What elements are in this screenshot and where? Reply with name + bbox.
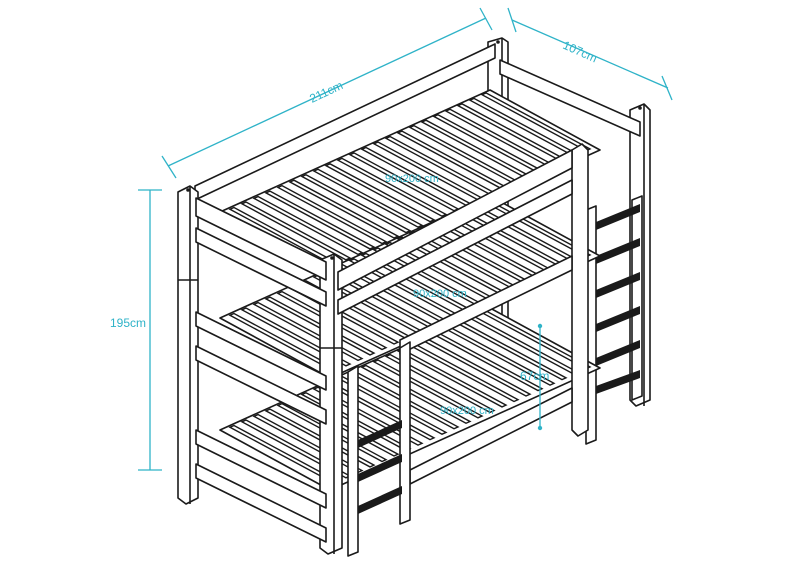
length-label: 211cm [307, 78, 345, 106]
top-bed-size-label: 90x200 cm [385, 173, 439, 185]
front-ladder [347, 341, 411, 557]
bed-slat [324, 163, 436, 223]
middle-bed-deck [219, 195, 601, 379]
bed-slat [240, 201, 352, 261]
middle-bed-size-label: 90x200 cm [413, 288, 467, 300]
back-head-rail [499, 59, 641, 137]
front-guard-rail-top [195, 197, 327, 281]
width-label: 107cm [561, 38, 600, 65]
front-guard-rail-middle [195, 311, 327, 391]
ladder-step [358, 420, 402, 448]
front-guard-rail-bottom [195, 429, 327, 509]
bed-slat [300, 173, 412, 234]
dimension-height: 195cm [110, 189, 162, 471]
bed-slat [480, 92, 592, 152]
front-ladder-right-stile [399, 341, 411, 525]
bed-slat [252, 195, 364, 256]
ladder-step [596, 306, 640, 332]
top-bed-deck [219, 89, 601, 273]
front-long-rail-top [337, 149, 573, 291]
bed-slat [336, 157, 448, 217]
bottom-bed-size-label: 90x200 cm [440, 405, 494, 417]
bed-slat [264, 190, 376, 250]
bed-slat [288, 179, 400, 239]
front-left-post [177, 185, 199, 505]
dimension-gap: 67cm [520, 323, 549, 431]
ladder-step [596, 204, 640, 230]
ladder-step [596, 340, 640, 366]
bed-slat [384, 353, 496, 414]
bed-slat [360, 364, 472, 425]
bed-slat [312, 168, 424, 228]
bed-slat [276, 184, 388, 245]
front-frame [177, 40, 642, 555]
mid-support-post [571, 143, 589, 437]
ladder-step [596, 238, 640, 264]
ladder-step [596, 272, 640, 298]
back-ladder [585, 195, 643, 445]
ladder-step [596, 370, 640, 394]
ladder-step [358, 454, 402, 482]
ladder-step [358, 486, 402, 514]
front-ladder-left-stile [347, 365, 359, 557]
height-label: 195cm [110, 316, 146, 330]
gap-label: 67cm [520, 369, 549, 383]
